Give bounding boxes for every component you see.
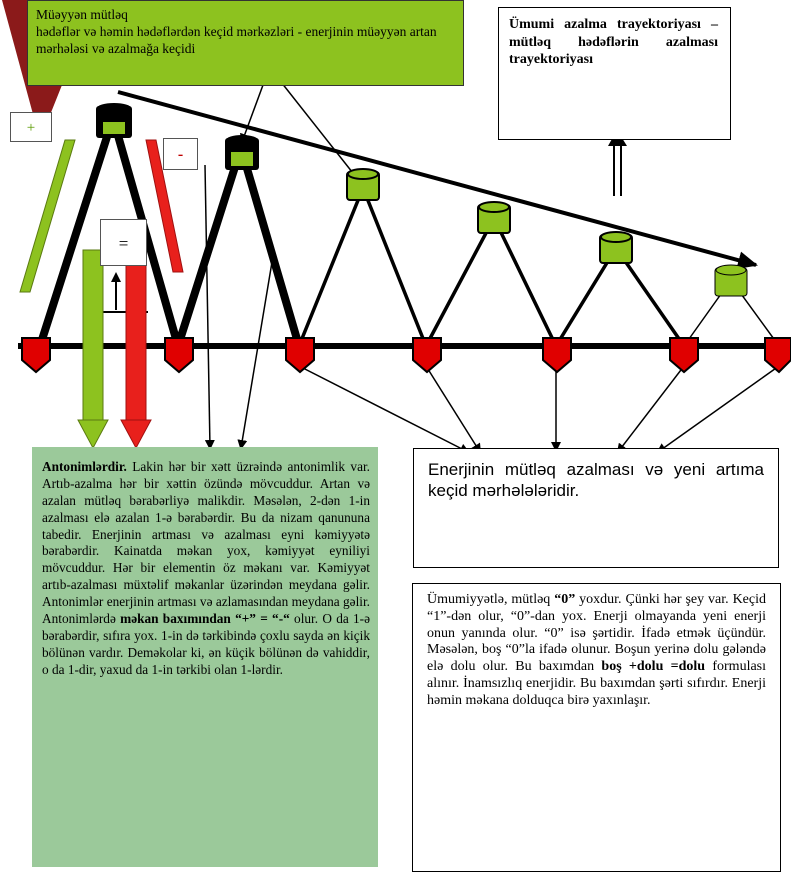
antonyms-text-2: olur. O da 1-ə bərabərdir, sıfıra yox. 1… (42, 610, 370, 677)
base-marker-6 (669, 337, 699, 374)
minus-symbol-box: - (163, 138, 198, 170)
thin-arrow-3 (204, 164, 215, 450)
apex-marker-4 (477, 201, 511, 234)
apex-marker-1 (96, 103, 132, 138)
base-marker-2 (164, 337, 194, 374)
top-box-line1: Müəyyən mütləq (36, 7, 128, 22)
apex-markers (96, 103, 748, 297)
plus-symbol-box: + (10, 112, 52, 142)
antonyms-lead: Antonimlərdir. (42, 459, 127, 474)
general-zero-box: Ümumiyyətlə, mütləq “0” yoxdur. Çünki hə… (412, 583, 781, 872)
green-rise-arrow (19, 139, 76, 293)
base-marker-3 (285, 337, 315, 374)
apex-marker-5 (599, 231, 633, 264)
converge-arrow-1 (298, 365, 470, 453)
base-marker-1 (21, 337, 51, 374)
antonyms-bold-mid: məkan baxımından “+” = “-“ (120, 610, 290, 626)
base-marker-7 (764, 337, 791, 374)
plus-symbol: + (26, 120, 36, 136)
converge-arrow-4 (616, 365, 685, 454)
apex-marker-2 (225, 135, 259, 170)
energy-text: Enerjinin mütləq azalması və yeni artıma… (428, 460, 764, 501)
green-down-head (77, 419, 109, 450)
converge-arrow-2 (425, 365, 482, 454)
absolute-targets-box: Müəyyən mütləq hədəflər və həmin hədəflə… (27, 0, 464, 86)
general-bold-2: boş +dolu =dolu (601, 659, 706, 675)
energy-decrease-box: Enerjinin mütləq azalması və yeni artıma… (413, 448, 779, 568)
general-text-1: Ümumiyyətlə, mütləq (427, 592, 555, 607)
equal-symbol: = (118, 234, 129, 253)
minus-symbol: - (177, 146, 184, 163)
red-down-head (120, 419, 152, 450)
equal-symbol-box: = (100, 219, 147, 266)
red-fall-arrow (145, 139, 184, 273)
green-down-shaft (82, 249, 104, 421)
thin-arrow-1 (269, 67, 362, 184)
base-marker-4 (412, 337, 442, 374)
trajectory-box: Ümumi azalma trayektoriyası –mütləq hədə… (498, 7, 731, 140)
apex-marker-3 (346, 168, 380, 201)
general-bold-1: “0” (554, 592, 576, 607)
antonyms-box: Antonimlərdir. Lakin hər bir xətt üzrəin… (32, 447, 378, 867)
trajectory-line (117, 90, 758, 269)
thin-arrow-4 (237, 249, 275, 450)
trajectory-text: Ümumi azalma trayektoriyası –mütləq hədə… (509, 17, 718, 67)
top-box-line2: hədəflər və həmin hədəflərdən keçid mərk… (36, 23, 437, 56)
red-down-shaft (125, 249, 147, 421)
base-marker-5 (542, 337, 572, 374)
general-text-2: yoxdur. Çünki hər şey var. Keçid “1”-dən… (427, 592, 766, 675)
apex-marker-6 (714, 264, 748, 297)
base-markers (21, 337, 791, 374)
converge-arrow-5 (656, 365, 780, 454)
antonyms-text-1: Lakin hər bir xətt üzrəində antonimlik v… (42, 459, 370, 626)
general-text-3: formulası alınır. İnamsızlıq enerjidir. … (427, 659, 767, 708)
